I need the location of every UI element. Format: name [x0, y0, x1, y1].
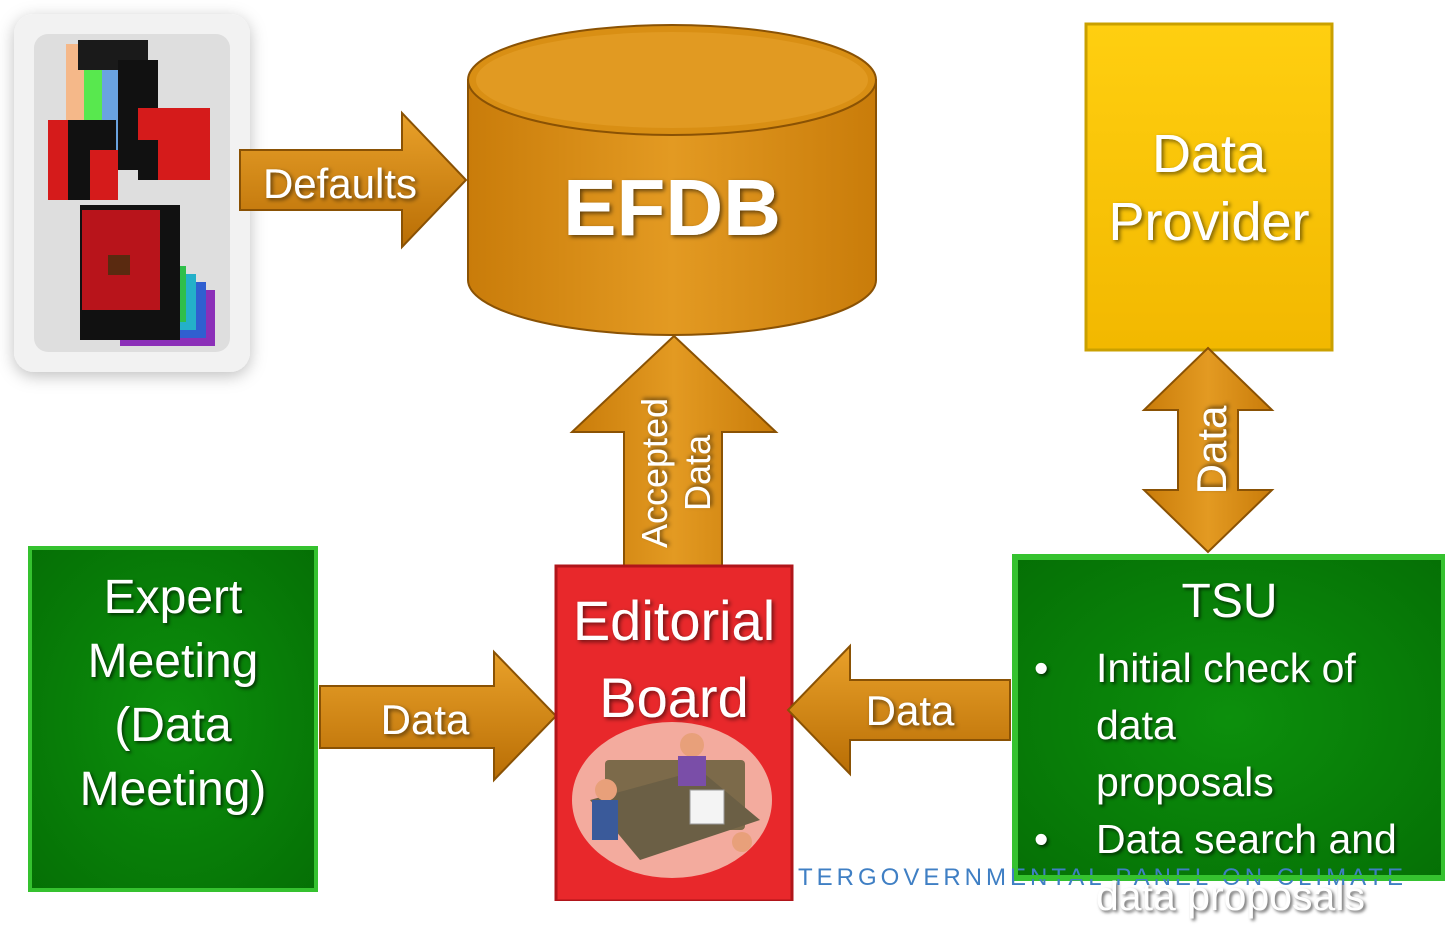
provider-tsu-data-label: Data	[1188, 405, 1235, 494]
expert-data-label: Data	[381, 696, 470, 743]
tsu-bullet-1-line1: Initial check of data	[1096, 645, 1356, 748]
editorial-board-box: Editorial Board	[554, 564, 794, 901]
expert-line4: Meeting)	[79, 763, 267, 816]
efdb-database: EFDB	[467, 24, 877, 336]
editorial-line1: Editorial	[573, 589, 775, 652]
accepted-label-line2: Data	[677, 434, 718, 511]
tsu-bullet-1-line2: proposals	[1096, 759, 1274, 805]
footer-ipcc-text: TERGOVERNMENTAL PANEL ON CLIMATE	[798, 864, 1407, 891]
expert-line2: Meeting	[87, 635, 259, 688]
defaults-arrow: Defaults	[239, 110, 468, 250]
expert-line3: (Data	[114, 699, 232, 752]
tsu-data-label: Data	[866, 687, 955, 734]
accepted-data-arrow: Accepted Data	[569, 334, 779, 567]
data-provider-line1: Data	[1152, 124, 1267, 184]
defaults-label: Defaults	[263, 160, 417, 207]
expert-meeting-box	[28, 546, 318, 892]
expert-line1: Expert	[103, 571, 243, 624]
tsu-data-arrow: Data	[786, 643, 1011, 777]
expert-meeting-label: Expert Meeting (Data Meeting)	[30, 566, 316, 822]
publications-image	[14, 14, 250, 372]
meeting-clipart	[572, 722, 772, 878]
data-provider-line2: Provider	[1108, 192, 1309, 252]
efdb-label: EFDB	[563, 163, 781, 252]
data-provider-box: Data Provider	[1084, 22, 1334, 352]
expert-data-arrow: Data	[319, 649, 558, 783]
tsu-bullet-2-line1: Data search and	[1096, 816, 1397, 862]
provider-tsu-arrow: Data	[1141, 346, 1275, 554]
tsu-title: TSU	[1181, 575, 1278, 628]
tsu-bullet: Initial check of data proposals	[1030, 640, 1440, 811]
accepted-label-line1: Accepted	[634, 398, 675, 548]
report-stack	[80, 205, 215, 346]
editorial-line2: Board	[599, 666, 748, 729]
